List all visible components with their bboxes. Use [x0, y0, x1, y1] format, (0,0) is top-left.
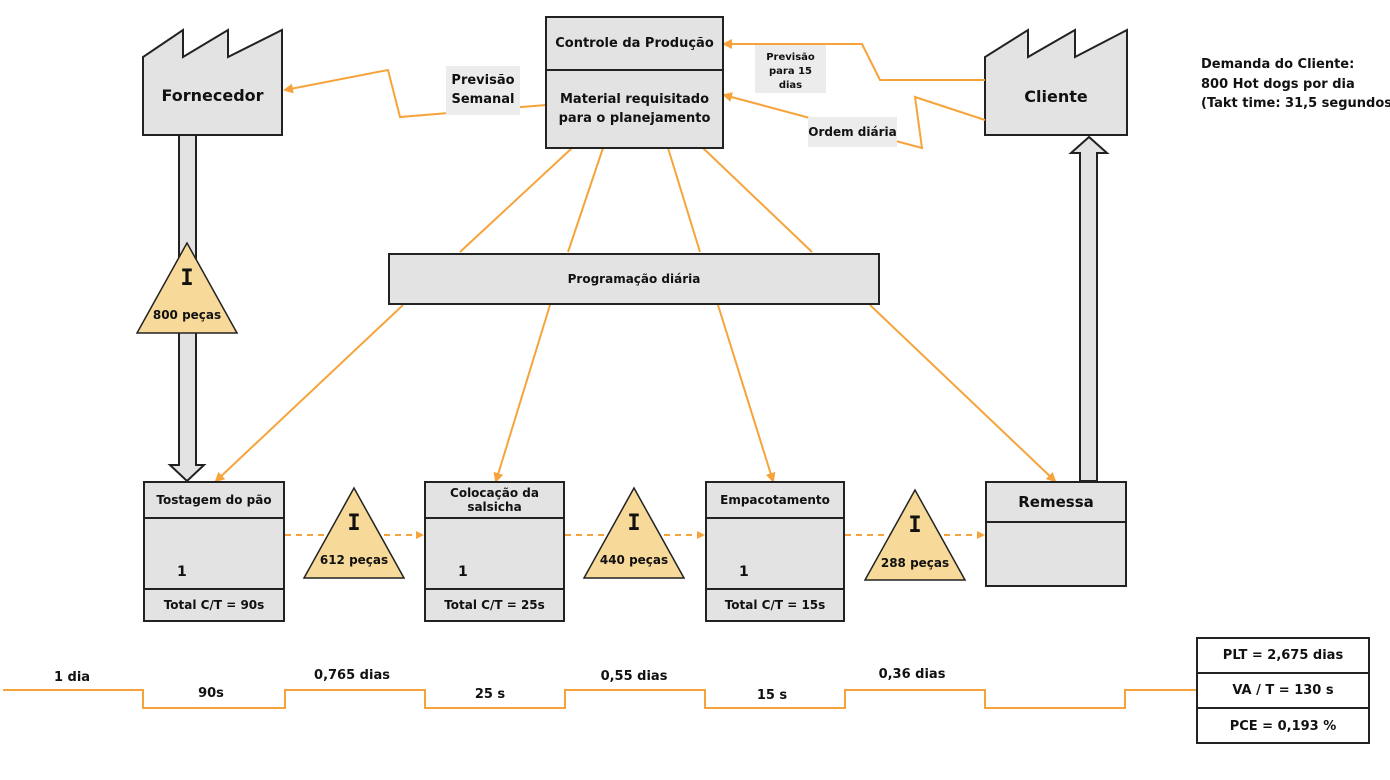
timeline-line: [3, 689, 1196, 709]
production-control-title: Controle da Produção: [547, 18, 722, 71]
inventory-symbol: I: [908, 513, 922, 538]
production-control-box: Controle da Produção Material requisitad…: [545, 16, 724, 149]
timeline-process: 25 s: [474, 687, 506, 702]
operator-count-value: 1: [177, 564, 187, 580]
inventory-qty: 800 peças: [152, 308, 222, 322]
inventory-qty: 288 peças: [880, 556, 950, 570]
metrics-box: PLT = 2,675 dias VA / T = 130 s PCE = 0,…: [1196, 637, 1370, 744]
customer-demand-line1: Demanda do Cliente:: [1201, 57, 1355, 72]
supplier-factory-icon: [142, 28, 283, 136]
weekly-forecast-label: Previsão Semanal: [446, 66, 520, 115]
timeline-wait: 1 dia: [53, 670, 91, 685]
process-cycle-time: Total C/T = 90s: [145, 588, 283, 620]
process-cycle-time: Total C/T = 15s: [707, 588, 843, 620]
inventory-triangle-2: [302, 486, 406, 579]
forecast-15-flow: [722, 39, 985, 81]
supplier-label: Fornecedor: [161, 86, 264, 105]
operator-count-value: 1: [458, 564, 468, 580]
customer-label: Cliente: [1024, 87, 1088, 106]
customer-shipment-arrow: [1068, 135, 1110, 482]
control-schedule-lines: [459, 147, 813, 253]
pce-metric: PCE = 0,193 %: [1229, 719, 1337, 734]
customer-factory-icon: [984, 28, 1128, 136]
production-control-subtitle: Material requisitado para o planejamento: [558, 92, 711, 126]
process-box-sausage: Colocação da salsicha 1 Total C/T = 25s: [424, 481, 565, 622]
process-name: Tostagem do pão: [145, 483, 283, 519]
process-box-toasting: Tostagem do pão 1 Total C/T = 90s: [143, 481, 285, 622]
process-cycle-time: Total C/T = 25s: [426, 588, 563, 620]
timeline-process: 15 s: [756, 688, 788, 703]
inventory-triangle-1: [135, 241, 239, 334]
inventory-symbol: I: [180, 266, 194, 291]
shipping-box: Remessa: [985, 481, 1127, 587]
timeline-wait: 0,765 dias: [314, 668, 390, 683]
inventory-triangle-4: [863, 488, 967, 581]
plt-metric: PLT = 2,675 dias: [1198, 639, 1368, 674]
process-name: Colocação da salsicha: [426, 483, 563, 519]
process-name: Empacotamento: [707, 483, 843, 519]
schedule-process-arrows: [214, 304, 1057, 483]
customer-demand-line2: 800 Hot dogs por dia: [1201, 77, 1355, 92]
timeline-wait: 0,55 dias: [600, 669, 668, 684]
inventory-symbol: I: [627, 511, 641, 536]
operator-count: 1: [458, 564, 468, 580]
process-box-packing: Empacotamento 1 Total C/T = 15s: [705, 481, 845, 622]
daily-order-label: Ordem diária: [808, 117, 897, 147]
operator-count-value: 1: [739, 564, 749, 580]
inventory-triangle-3: [582, 486, 686, 579]
timeline-process: 90s: [198, 686, 224, 701]
timeline-wait: 0,36 dias: [878, 667, 946, 682]
customer-demand-line3: (Takt time: 31,5 segundos): [1201, 96, 1390, 111]
inventory-symbol: I: [347, 511, 361, 536]
operator-count: 1: [177, 564, 187, 580]
va-metric: VA / T = 130 s: [1198, 674, 1368, 709]
forecast-15-label: Previsão para 15 dias: [755, 45, 826, 93]
inventory-qty: 612 peças: [319, 553, 389, 567]
inventory-qty: 440 peças: [599, 553, 669, 567]
daily-schedule-label: Programação diária: [567, 272, 701, 286]
shipping-label: Remessa: [987, 483, 1125, 523]
daily-schedule-box: Programação diária: [388, 253, 880, 305]
operator-count: 1: [739, 564, 749, 580]
